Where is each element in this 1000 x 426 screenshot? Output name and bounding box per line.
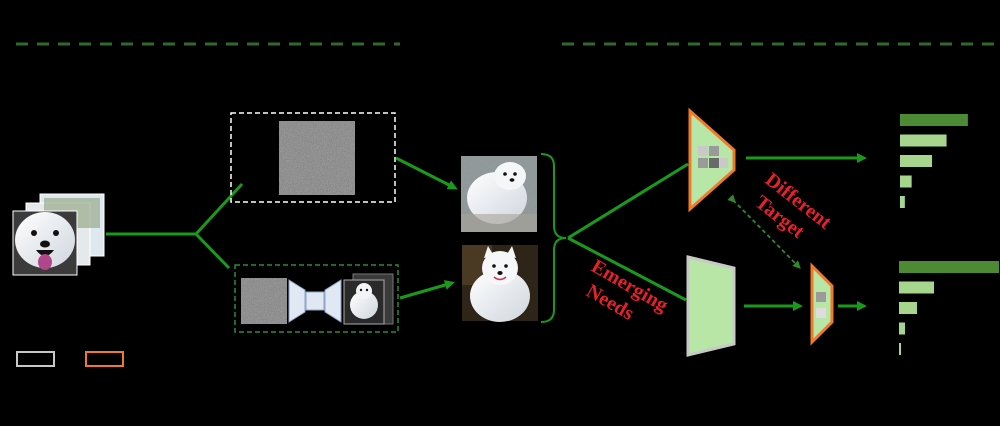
different-target-link — [727, 194, 801, 269]
score-bar-3 — [899, 302, 917, 314]
different-target-label: Different Target — [746, 169, 839, 256]
legend-target-box — [85, 351, 124, 367]
perturbation-box — [230, 112, 396, 203]
score-bar-4 — [900, 175, 912, 188]
target-score-bars — [900, 114, 968, 208]
source-model-icon — [686, 255, 736, 357]
small-noise-icon — [241, 278, 287, 324]
score-bar-3 — [900, 155, 933, 167]
score-bar-1 — [899, 261, 999, 273]
small-target-model-icon — [810, 262, 834, 346]
protected-image-bottom — [462, 245, 538, 322]
branch-down — [194, 232, 231, 270]
source-score-bars — [899, 261, 999, 355]
target-model-icon — [688, 107, 736, 213]
unet-icon — [288, 279, 342, 323]
branch-up — [194, 182, 244, 236]
bracket-to-target-model — [567, 162, 689, 240]
bracket-to-source-model — [567, 236, 687, 302]
score-bar-5 — [900, 196, 905, 208]
protected-image-top — [461, 156, 537, 232]
score-bar-2 — [899, 281, 934, 294]
input-photo-stack — [12, 193, 105, 276]
samoyed-face-icon — [15, 212, 75, 270]
arrow-to-top-image — [395, 156, 458, 190]
score-bar-5 — [899, 343, 901, 355]
generated-dog-thumbnail-icon — [343, 273, 394, 325]
curly-bracket-icon — [540, 153, 567, 323]
score-bar-1 — [900, 114, 968, 126]
noise-image-icon — [279, 121, 355, 195]
arrow-to-bottom-image — [399, 280, 455, 300]
score-bar-4 — [899, 322, 905, 335]
score-bar-2 — [900, 134, 947, 147]
diffusion-box — [234, 264, 399, 333]
legend-source-box — [16, 351, 55, 367]
